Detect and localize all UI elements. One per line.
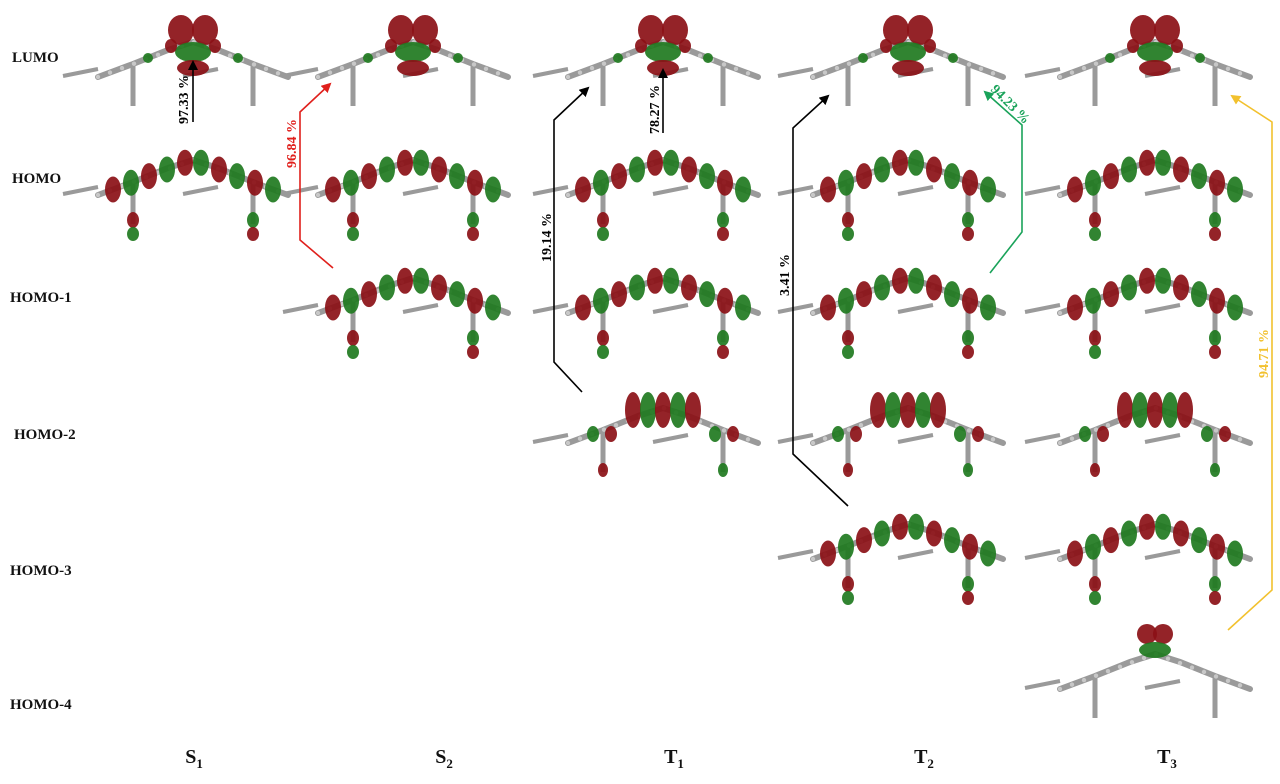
molecule-t2-homo-2 [777, 392, 1006, 477]
row-label-homo-3: HOMO-3 [10, 563, 72, 579]
molecule-t3-homo-1 [1024, 267, 1253, 359]
molecule-t2-homo [777, 149, 1006, 241]
molecule-t1-homo-1 [532, 267, 761, 359]
row-label-homo-2: HOMO-2 [14, 427, 76, 443]
molecule-t1-homo-2 [532, 392, 761, 477]
molecule-t3-homo [1024, 149, 1253, 241]
state-label-s2: S2 [435, 746, 453, 771]
molecule-s1-lumo [62, 15, 291, 106]
molecule-s2-homo-1 [282, 267, 511, 359]
transition-arrow-t2-homo1 [983, 90, 1023, 274]
state-label-t2: T2 [914, 746, 934, 771]
transition-label-s2: 96.84 % [285, 119, 300, 168]
transition-label-t3: 94.71 % [1257, 329, 1272, 378]
molecule-t3-homo-2 [1024, 392, 1253, 477]
transition-arrow-s2 [299, 82, 334, 269]
transition-label-t2-homo1: 94.23 % [987, 82, 1032, 127]
molecule-t2-lumo [777, 15, 1006, 106]
state-label-t1: T1 [664, 746, 684, 771]
transition-arrow-t3 [1227, 94, 1273, 631]
transition-label-t1-homo2: 19.14 % [540, 213, 555, 262]
molecule-t2-homo-3 [777, 513, 1006, 605]
transition-arrow-t1-homo2 [553, 86, 590, 393]
transition-label-s1: 97.33 % [177, 75, 192, 124]
transition-label-t1-homo: 78.27 % [648, 85, 663, 134]
row-label-homo-1: HOMO-1 [10, 290, 72, 306]
molecule-t3-lumo [1024, 15, 1253, 106]
orbital-molecules [62, 15, 1253, 718]
row-label-homo-4: HOMO-4 [10, 697, 72, 713]
molecule-s2-lumo [282, 15, 511, 106]
transition-arrow-t2-homo3 [792, 94, 849, 507]
molecule-s2-homo [282, 149, 511, 241]
molecule-t1-lumo [532, 15, 761, 106]
molecule-t3-homo-4 [1024, 624, 1253, 718]
molecule-t2-homo-1 [777, 267, 1006, 359]
state-label-s1: S1 [185, 746, 203, 771]
row-label-homo: HOMO [12, 171, 62, 187]
state-label-t3: T3 [1157, 746, 1177, 771]
molecule-s1-homo [62, 149, 291, 241]
molecule-t3-homo-3 [1024, 513, 1253, 605]
molecule-t1-homo [532, 149, 761, 241]
transition-label-t2-homo3: 3.41 % [778, 254, 793, 296]
row-label-lumo: LUMO [12, 50, 59, 66]
